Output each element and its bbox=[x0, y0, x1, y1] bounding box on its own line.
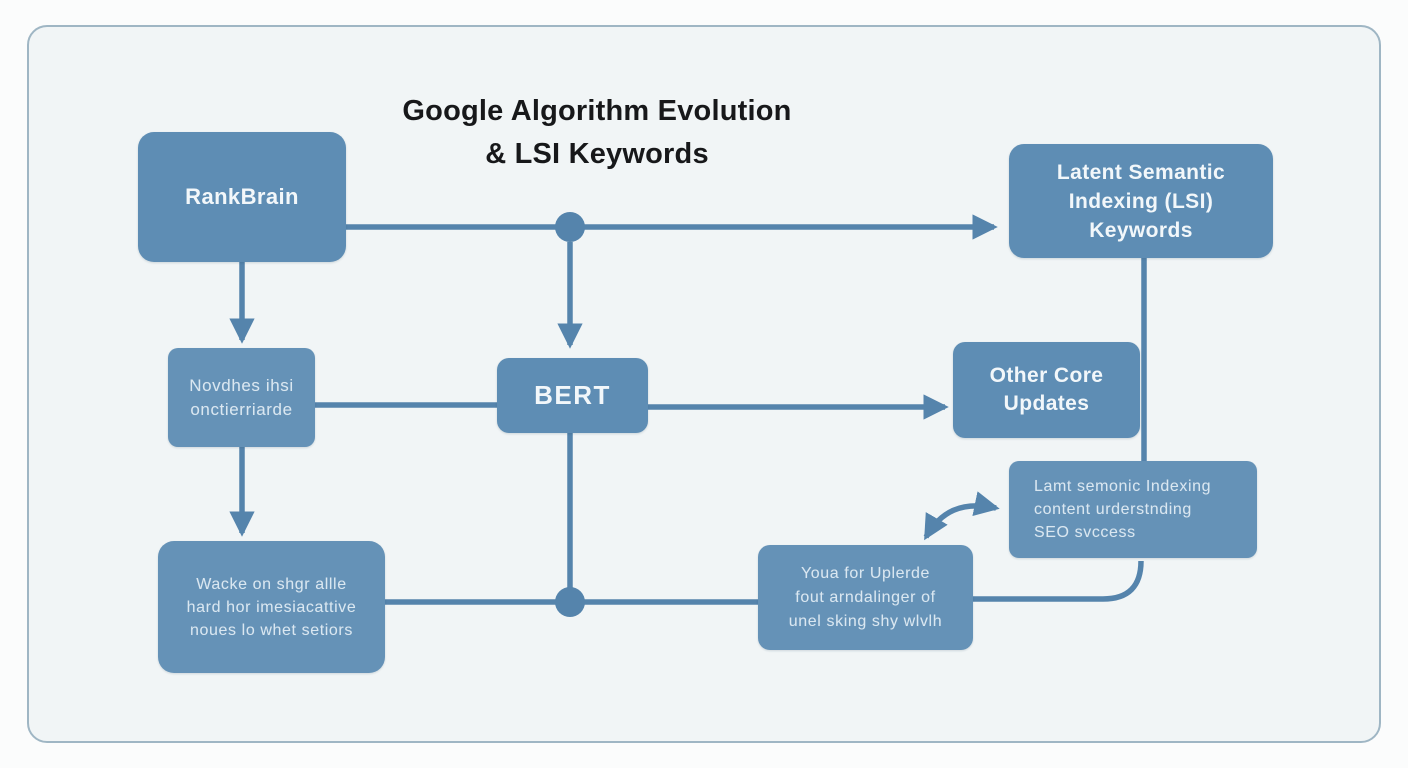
node-lamt-semantic: Lamt semonic Indexing content urderstndi… bbox=[1009, 461, 1257, 558]
node-youa-uplerde: Youa for Uplerde fout arndalinger of une… bbox=[758, 545, 973, 650]
title-line-1: Google Algorithm Evolution bbox=[402, 95, 792, 127]
node-label: SEO svccess bbox=[1034, 524, 1136, 541]
node-label: Wacke on shgr allle bbox=[196, 575, 347, 593]
title-line-2: & LSI Keywords bbox=[485, 138, 709, 170]
node-label: content urderstnding bbox=[1034, 501, 1192, 518]
node-lsi-keywords: Latent Semantic Indexing (LSI) Keywords bbox=[1009, 144, 1273, 258]
node-label: hard hor imesiacattive bbox=[186, 598, 357, 616]
node-label: Latent Semantic bbox=[1056, 160, 1226, 184]
node-rankbrain: RankBrain bbox=[138, 132, 346, 262]
node-label: RankBrain bbox=[185, 184, 299, 209]
node-label: Youa for Uplerde bbox=[800, 564, 931, 582]
node-label: onctierriarde bbox=[190, 399, 293, 419]
node-label: unel sking shy wlvlh bbox=[788, 612, 943, 630]
node-label: BERT bbox=[534, 380, 611, 410]
node-label: Keywords bbox=[1089, 218, 1193, 242]
node-label: Updates bbox=[1003, 392, 1090, 415]
node-label: Novdhes ihsi bbox=[189, 375, 294, 395]
node-other-core-updates: Other Core Updates bbox=[953, 342, 1140, 438]
node-label: noues lo whet setiors bbox=[190, 621, 353, 639]
node-novdhes: Novdhes ihsi onctierriarde bbox=[168, 348, 315, 447]
node-label: Indexing (LSI) bbox=[1068, 189, 1214, 213]
node-label: Other Core bbox=[989, 364, 1104, 387]
node-wacke: Wacke on shgr allle hard hor imesiacatti… bbox=[158, 541, 385, 673]
node-label: Lamt semonic Indexing bbox=[1034, 478, 1212, 495]
diagram-title: Google Algorithm Evolution & LSI Keyword… bbox=[347, 90, 847, 176]
node-bert: BERT bbox=[497, 358, 648, 433]
node-label: fout arndalinger of bbox=[795, 588, 936, 606]
